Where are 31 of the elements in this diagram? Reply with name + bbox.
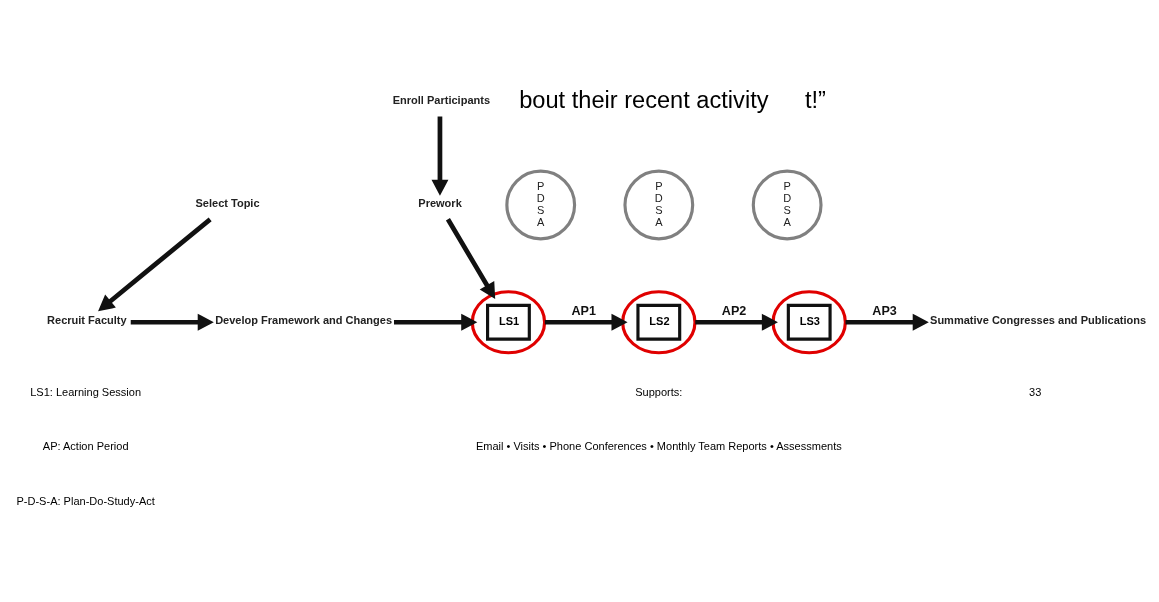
label: P-D-S-A: Plan-Do-Study-Act [16, 494, 155, 507]
arrow [130, 313, 214, 331]
node-text: Prework [418, 197, 462, 210]
node-text: Recruit Faculty [47, 314, 127, 327]
arrow [695, 313, 778, 331]
label: 33 [1029, 385, 1042, 398]
arrow [98, 217, 212, 312]
arrow [445, 218, 496, 300]
edge-label: AP1 [571, 304, 596, 319]
node-text: Summative Congresses and Publications [930, 314, 1147, 327]
label: Email • Visits • Phone Conferences • Monthly Team Reports • Assessments [475, 440, 842, 453]
arrow [394, 313, 478, 331]
arrow [845, 313, 929, 331]
node-circle: P D S A [751, 169, 823, 241]
arrow [431, 116, 449, 196]
edge-label: AP3 [872, 304, 897, 319]
node-ellipse: LS2 [621, 290, 697, 355]
label: t!” [805, 87, 826, 114]
label: LS1: Learning Session [30, 385, 142, 398]
node-ellipse: LS1 [470, 290, 547, 355]
arrow [544, 313, 628, 331]
node-text: Develop Framework and Changes [215, 314, 393, 327]
node-circle: P D S A [505, 169, 577, 241]
edge-label: AP2 [721, 304, 747, 319]
label: bout their recent activity [519, 87, 769, 114]
node-circle: P D S A [623, 169, 695, 241]
label: AP: Action Period [42, 440, 129, 453]
node-text: Enroll Participants [392, 94, 491, 107]
label: Supports: [635, 385, 683, 398]
node-text: Select Topic [195, 197, 260, 210]
node-ellipse: LS3 [771, 290, 847, 355]
